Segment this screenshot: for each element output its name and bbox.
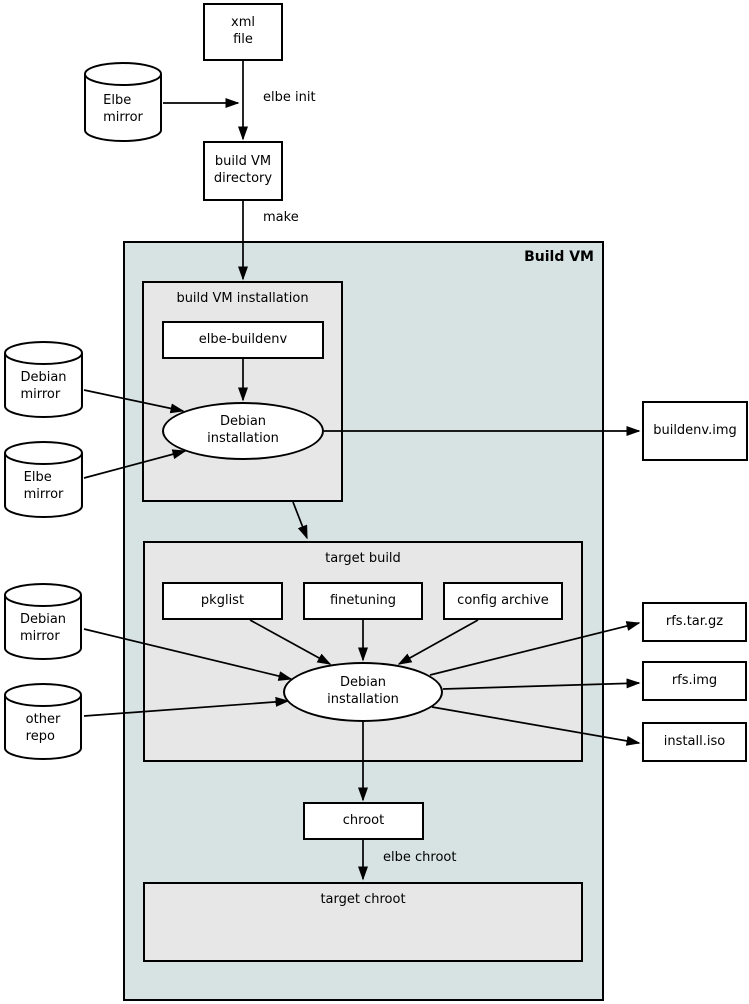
node-rfs-img: rfs.img (642, 661, 747, 701)
node-build-vm-directory: build VM directory (203, 141, 283, 201)
edge-configarchive-to-ellipse2 (397, 619, 479, 665)
edge-ellipse2-to-rfstargz (429, 621, 641, 676)
node-elbe-mirror-mid: Elbe mirror (3, 440, 84, 520)
cluster-target-chroot: target chroot (143, 882, 583, 962)
node-chroot: chroot (303, 802, 424, 840)
node-debian-installation-buildvm: Debian installation (162, 402, 324, 460)
edge-cluster1-to-cluster2 (292, 501, 308, 540)
edge-debianmirror-to-ellipse2 (83, 628, 293, 681)
node-debian-mirror-mid: Debian mirror (3, 340, 84, 420)
node-elbe-buildenv: elbe-buildenv (162, 321, 324, 359)
database-cylinder-icon (4, 441, 83, 518)
database-cylinder-icon (4, 583, 82, 660)
build-vm-container-label: Build VM (524, 249, 594, 265)
database-cylinder-icon (84, 62, 162, 142)
cluster-build-vm-installation-title: build VM installation (176, 291, 309, 306)
edge-pkglist-to-ellipse2 (249, 619, 332, 665)
node-config-archive: config archive (443, 582, 563, 620)
node-buildenv-img: buildenv.img (642, 401, 748, 461)
node-xml-file: xml file (203, 3, 283, 61)
edge-ellipse2-to-rfsimg (442, 678, 641, 690)
node-rfs-tar-gz: rfs.tar.gz (642, 602, 747, 642)
edge-label-elbe-chroot: elbe chroot (383, 850, 457, 865)
cluster-target-build-title: target build (325, 551, 401, 566)
cluster-target-chroot-title: target chroot (320, 892, 406, 907)
edge-label-elbe-init: elbe init (263, 90, 316, 105)
node-finetuning: finetuning (303, 582, 423, 620)
node-other-repo: other repo (3, 682, 83, 762)
database-cylinder-icon (4, 683, 82, 760)
node-pkglist: pkglist (162, 582, 283, 620)
node-debian-installation-target: Debian installation (283, 662, 443, 722)
edge-otherrepo-to-ellipse2 (83, 696, 290, 717)
node-elbe-mirror-top: Elbe mirror (83, 61, 163, 144)
edge-label-make: make (263, 210, 299, 225)
database-cylinder-icon (4, 341, 83, 418)
node-install-iso: install.iso (642, 722, 747, 762)
node-debian-mirror-low: Debian mirror (3, 582, 83, 662)
edge-elbemirror-to-ellipse1 (83, 449, 187, 479)
edge-debianmirror-to-ellipse1 (83, 389, 185, 414)
edge-ellipse2-to-installiso (431, 706, 641, 746)
cluster-build-vm-installation: build VM installation (142, 281, 343, 502)
